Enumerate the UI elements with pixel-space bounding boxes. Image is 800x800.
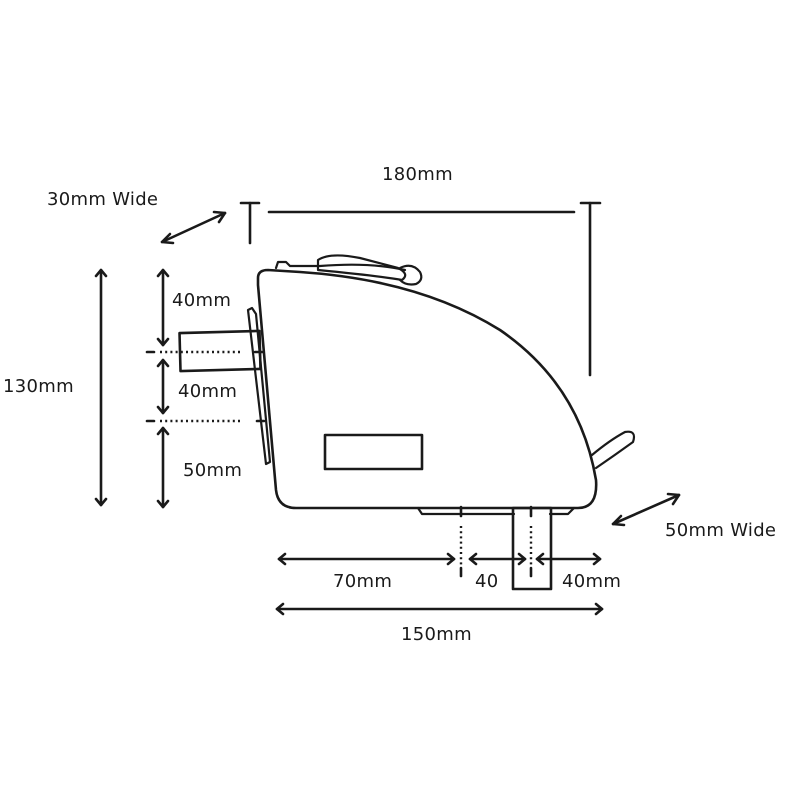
bottom-segment-arrows [275, 552, 604, 616]
bag-body [246, 254, 636, 516]
left-mount-bar [178, 329, 262, 373]
total-height-arrow [94, 268, 108, 507]
top-width-label: 30mm Wide [47, 189, 159, 210]
bottom-mid-label: 40 [475, 571, 499, 592]
segment-bottom-label: 50mm [183, 460, 243, 481]
bottom-length-label: 150mm [401, 624, 472, 645]
segment-mid-label: 40mm [178, 381, 238, 402]
total-height-label: 130mm [3, 376, 74, 397]
bottom-width-label: 50mm Wide [665, 520, 777, 541]
segment-height-arrows [156, 268, 170, 509]
segment-top-label: 40mm [172, 290, 232, 311]
top-width-arrow [160, 210, 227, 245]
bottom-width-arrow [611, 492, 681, 527]
top-length-label: 180mm [382, 164, 453, 185]
bottom-left-label: 70mm [333, 571, 393, 592]
bottom-reference-lines [459, 505, 533, 578]
bottom-right-label: 40mm [562, 571, 622, 592]
top-length-dimension [239, 201, 602, 377]
